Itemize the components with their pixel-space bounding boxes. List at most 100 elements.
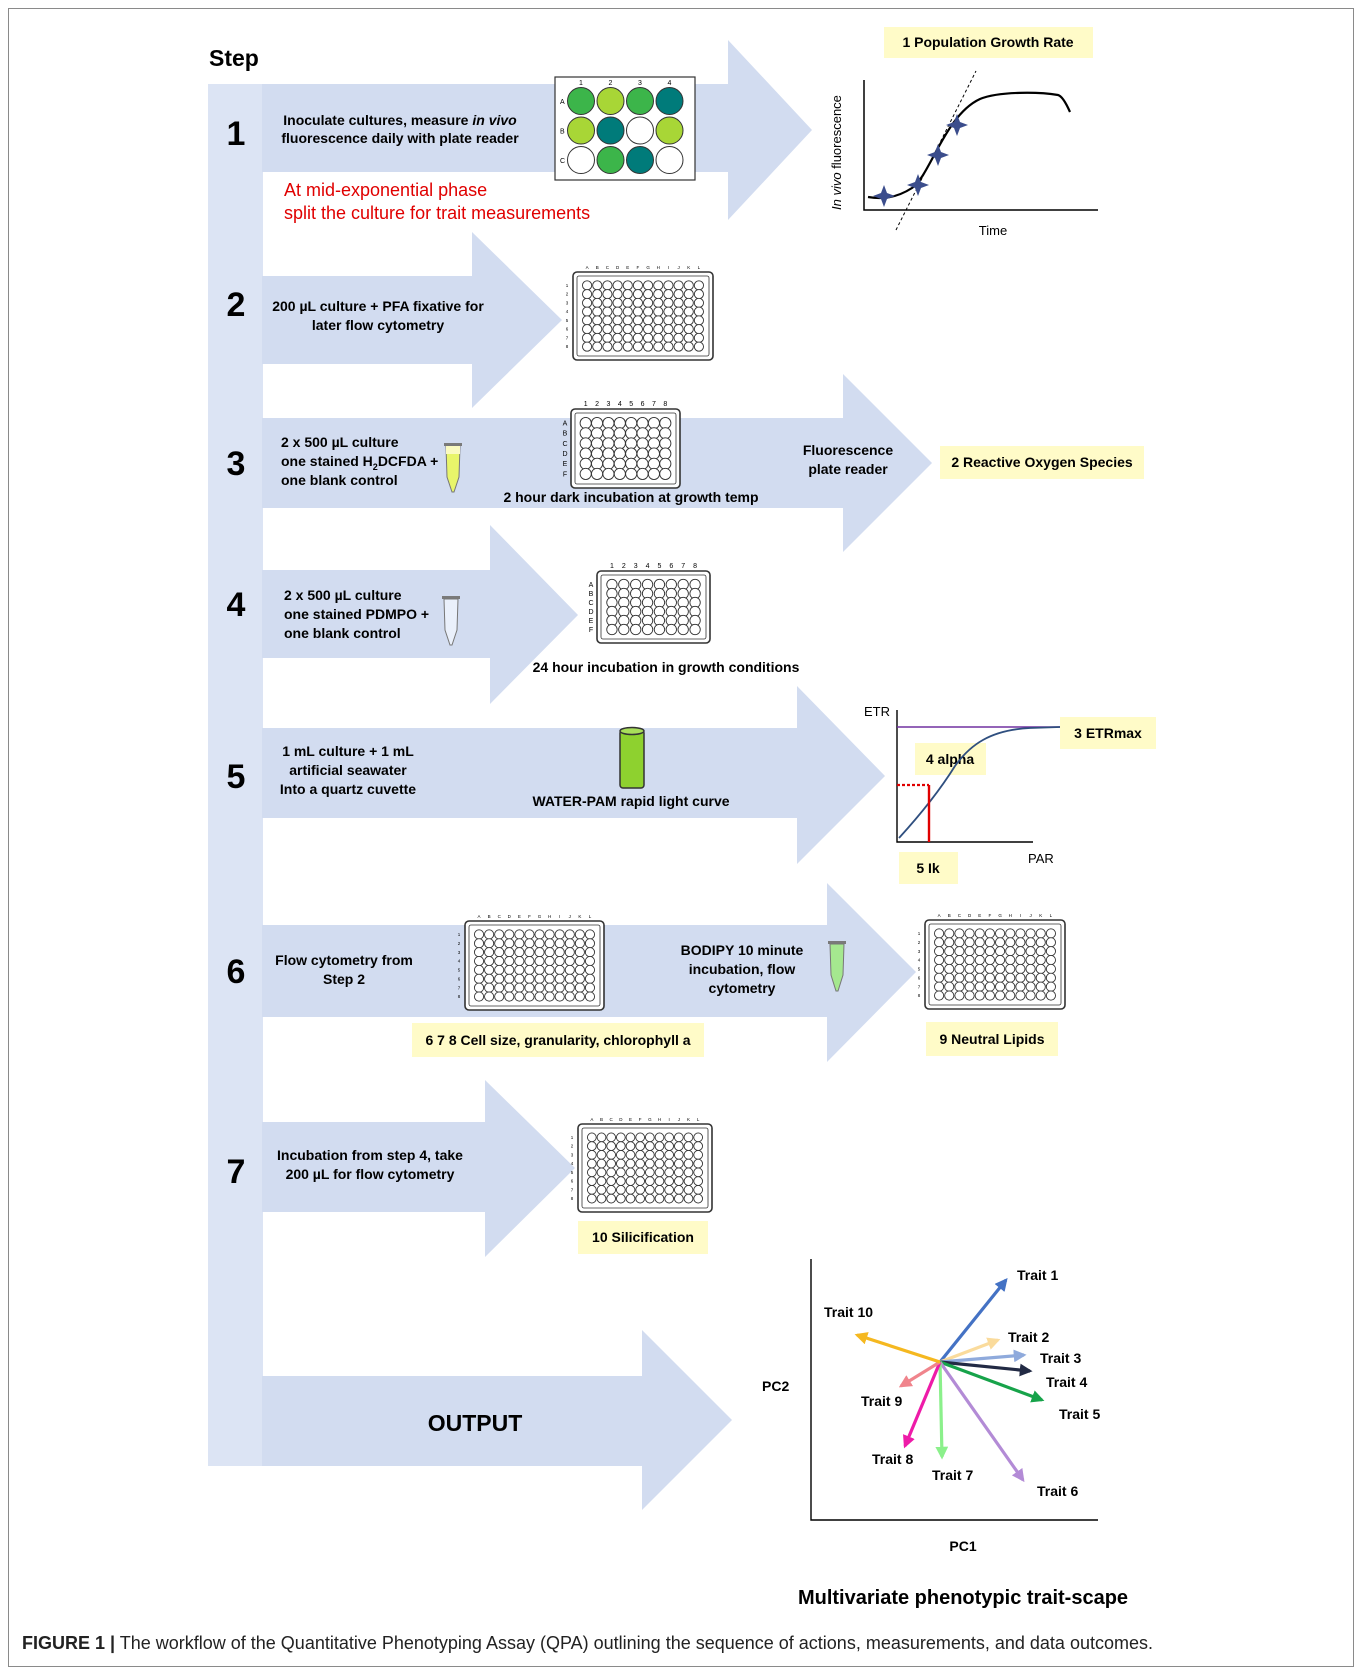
output-label: OUTPUT	[428, 1410, 523, 1436]
growth-curve-plot: In vivo fluorescence Time	[829, 70, 1098, 238]
plate-well	[636, 447, 649, 460]
plate-row-label: 1	[571, 1135, 574, 1140]
plate-col-label: K	[687, 1117, 690, 1122]
plate-well	[494, 938, 505, 949]
plate-well	[1015, 955, 1026, 966]
trait-vector-3	[939, 1349, 1027, 1364]
plate-well	[673, 1176, 684, 1186]
plate-well	[544, 964, 555, 975]
plate-well	[644, 1150, 655, 1160]
plate-well	[602, 280, 613, 291]
plate-well	[664, 1150, 675, 1160]
plate-well	[473, 938, 485, 949]
plate-well	[579, 427, 592, 440]
plate-well	[632, 341, 643, 352]
plate-well	[673, 280, 684, 291]
plate-well	[504, 956, 515, 967]
plate-well	[647, 447, 660, 460]
plate-well	[664, 1193, 675, 1204]
trait-box-5: 5 Ik	[916, 860, 940, 876]
plate-col-label: 2	[595, 401, 599, 408]
plate-well	[544, 982, 555, 993]
plate-well	[524, 929, 535, 940]
plate-well	[484, 964, 495, 975]
plate-well	[1045, 981, 1056, 992]
plate-well	[654, 1167, 665, 1178]
plate-well	[592, 289, 603, 300]
plate-well	[964, 981, 975, 992]
plate-col-label: L	[1050, 913, 1053, 918]
plate-well	[689, 623, 701, 636]
plate-well	[625, 437, 638, 450]
plate-well	[606, 623, 618, 636]
plate-well	[574, 947, 585, 958]
plate-row-label: 6	[458, 976, 461, 981]
plate-col-label: F	[639, 1117, 642, 1122]
plate-col-label: L	[697, 1117, 700, 1122]
plate-well	[534, 929, 545, 940]
plate-well	[664, 1141, 675, 1151]
plate-well	[636, 457, 649, 470]
plate-well	[635, 1176, 646, 1186]
plate-well	[524, 947, 535, 958]
plate-well	[636, 467, 649, 480]
step-4-sub: 24 hour incubation in growth conditions	[533, 659, 800, 675]
step-1-line-1: Inoculate cultures, measure in vivo	[283, 112, 517, 128]
plate-well	[683, 1132, 694, 1143]
plate-well	[995, 937, 1006, 948]
plate-well	[974, 955, 985, 966]
plate-row-label: 7	[918, 984, 921, 989]
plate-well	[602, 427, 615, 440]
plate-well	[644, 1176, 655, 1186]
plate-col-label: I	[559, 914, 560, 919]
plate-well	[584, 938, 596, 949]
plate-well	[484, 956, 495, 967]
plate-col-label: 1	[584, 401, 588, 408]
plate-col-label: 5	[657, 563, 661, 570]
plate-well	[964, 990, 975, 1001]
plate-well	[602, 289, 613, 300]
plate-well	[934, 990, 945, 1001]
plate-well	[1015, 972, 1026, 983]
plate-well	[625, 427, 638, 440]
trait-vector-8	[903, 1361, 942, 1449]
step-number-2: 2	[227, 286, 246, 324]
plate-well	[683, 306, 694, 317]
step-bar	[208, 84, 263, 1466]
plate-well	[514, 929, 525, 940]
plate-well	[659, 427, 672, 440]
trait-vector-4	[939, 1360, 1033, 1377]
plate-well	[635, 1132, 646, 1143]
plate-well	[1035, 937, 1046, 948]
plate-well	[612, 297, 623, 308]
plate-row-label: 4	[571, 1161, 574, 1166]
plate-well	[622, 289, 633, 300]
plate-well	[574, 973, 585, 984]
plate-well	[494, 929, 505, 940]
plate12-row-label: B	[560, 129, 565, 136]
plate12-row-label: A	[560, 99, 565, 106]
trait-box-2: 2 Reactive Oxygen Species	[951, 454, 1133, 470]
step-7-line-1: Incubation from step 4, take	[277, 1147, 463, 1163]
plate-well	[1005, 963, 1016, 974]
step-number-1: 1	[227, 115, 246, 153]
plate-well	[944, 981, 955, 992]
step-4-line-2: one stained PDMPO +	[284, 606, 429, 622]
plate-well	[654, 1132, 665, 1143]
plate-row-label: 6	[566, 327, 569, 332]
plate-well	[693, 1193, 704, 1204]
step-6-line-2: Step 2	[323, 971, 365, 987]
plate-col-label: F	[528, 914, 531, 919]
step-5-line-1: 1 mL culture + 1 mL	[282, 743, 414, 759]
plate-well	[615, 1193, 626, 1204]
arrow-step-7	[262, 1080, 575, 1257]
plate12-well	[655, 116, 684, 145]
trait-box-3: 3 ETRmax	[1074, 725, 1142, 741]
plate-well	[596, 1193, 607, 1204]
plate-well	[606, 1150, 617, 1160]
plate-well	[1025, 928, 1036, 939]
tube-icon-green	[828, 941, 846, 992]
etr-ylabel: ETR	[864, 704, 890, 719]
